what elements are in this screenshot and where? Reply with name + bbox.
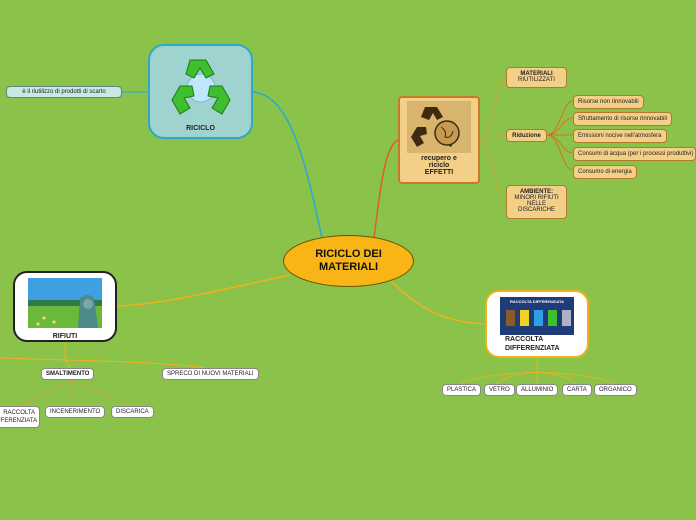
raccolta-line1: RACCOLTA [505, 336, 544, 343]
riduzione-item[interactable]: Consumi di acqua (per i processi produtt… [573, 147, 696, 161]
ambiente-line1: MINORI RIFIUTI [514, 195, 559, 201]
alluminio-node[interactable]: ALLUMINIO [516, 384, 559, 396]
recupero-line3: EFFETTI [424, 169, 454, 176]
materiali-title: MATERIALI [520, 71, 553, 77]
recupero-node[interactable]: recupero e riciclo EFFETTI [398, 96, 480, 184]
recupero-line2: riciclo [428, 162, 450, 169]
riciclo-node[interactable]: RICICLO [148, 44, 253, 139]
landfill-image [28, 278, 102, 328]
riduzione-item[interactable]: Risorse non rinnovabili [573, 95, 644, 109]
ambiente-line3: DISCARICHE [517, 207, 555, 213]
rifiuti-node[interactable]: RIFIUTI [13, 271, 117, 342]
ambiente-node[interactable]: AMBIENTE: MINORI RIFIUTI NELLE DISCARICH… [506, 185, 567, 219]
riciclo-label: RICICLO [186, 125, 215, 132]
riduzione-item[interactable]: Consumo di energia [573, 165, 637, 179]
ambiente-line2: NELLE [526, 201, 546, 207]
riduzione-item[interactable]: Emissioni nocive nell'atmosfera [573, 129, 667, 143]
recycle-icon [170, 59, 231, 115]
carta-node[interactable]: CARTA [562, 384, 592, 396]
discarica-method[interactable]: DISCARICA [111, 406, 154, 418]
raccolta-line2: DIFFERENZIATA [505, 345, 560, 352]
spreco-node[interactable]: SPRECO DI NUOVI MATERIALI [162, 368, 259, 380]
raccolta-banner-text: RACCOLTA DIFFERENZIATA [510, 299, 564, 304]
riduzione-item[interactable]: Sfruttamento di risorse rinnovabili [573, 112, 673, 126]
recupero-line1: recupero e [421, 155, 457, 162]
raccolta-node[interactable]: RACCOLTA DIFFERENZIATA RACCOLTA DIFFEREN… [485, 290, 589, 358]
center-title-line2: MATERIALI [318, 261, 379, 273]
incenerimento-method[interactable]: INCENERIMENTO [45, 406, 106, 418]
plastica-node[interactable]: PLASTICA [442, 384, 482, 396]
raccolta-banner: RACCOLTA DIFFERENZIATA [500, 297, 574, 335]
center-topic[interactable]: RICICLO DEI MATERIALI [283, 235, 414, 287]
center-title-line1: RICICLO DEI [315, 248, 382, 260]
riciclo-definition[interactable]: è il riutilizzo di prodotti di scarto [6, 86, 122, 98]
ambiente-title: AMBIENTE: [519, 189, 554, 195]
rifiuti-label: RIFIUTI [52, 333, 78, 340]
riduzione-node[interactable]: Riduzione [506, 129, 547, 142]
organico-node[interactable]: ORGANICO [594, 384, 637, 396]
recycle-globe-icon [407, 101, 471, 153]
materiali-sub: RIUTILIZZATI [518, 77, 555, 83]
raccolta-differenziata-method[interactable]: RACCOLTA DIFFERENZIATA [0, 406, 40, 428]
bins-icon [506, 310, 571, 326]
materiali-node[interactable]: MATERIALI RIUTILIZZATI [506, 67, 567, 88]
vetro-node[interactable]: VETRO [484, 384, 515, 396]
smaltimento-node[interactable]: SMALTIMENTO [41, 368, 95, 380]
